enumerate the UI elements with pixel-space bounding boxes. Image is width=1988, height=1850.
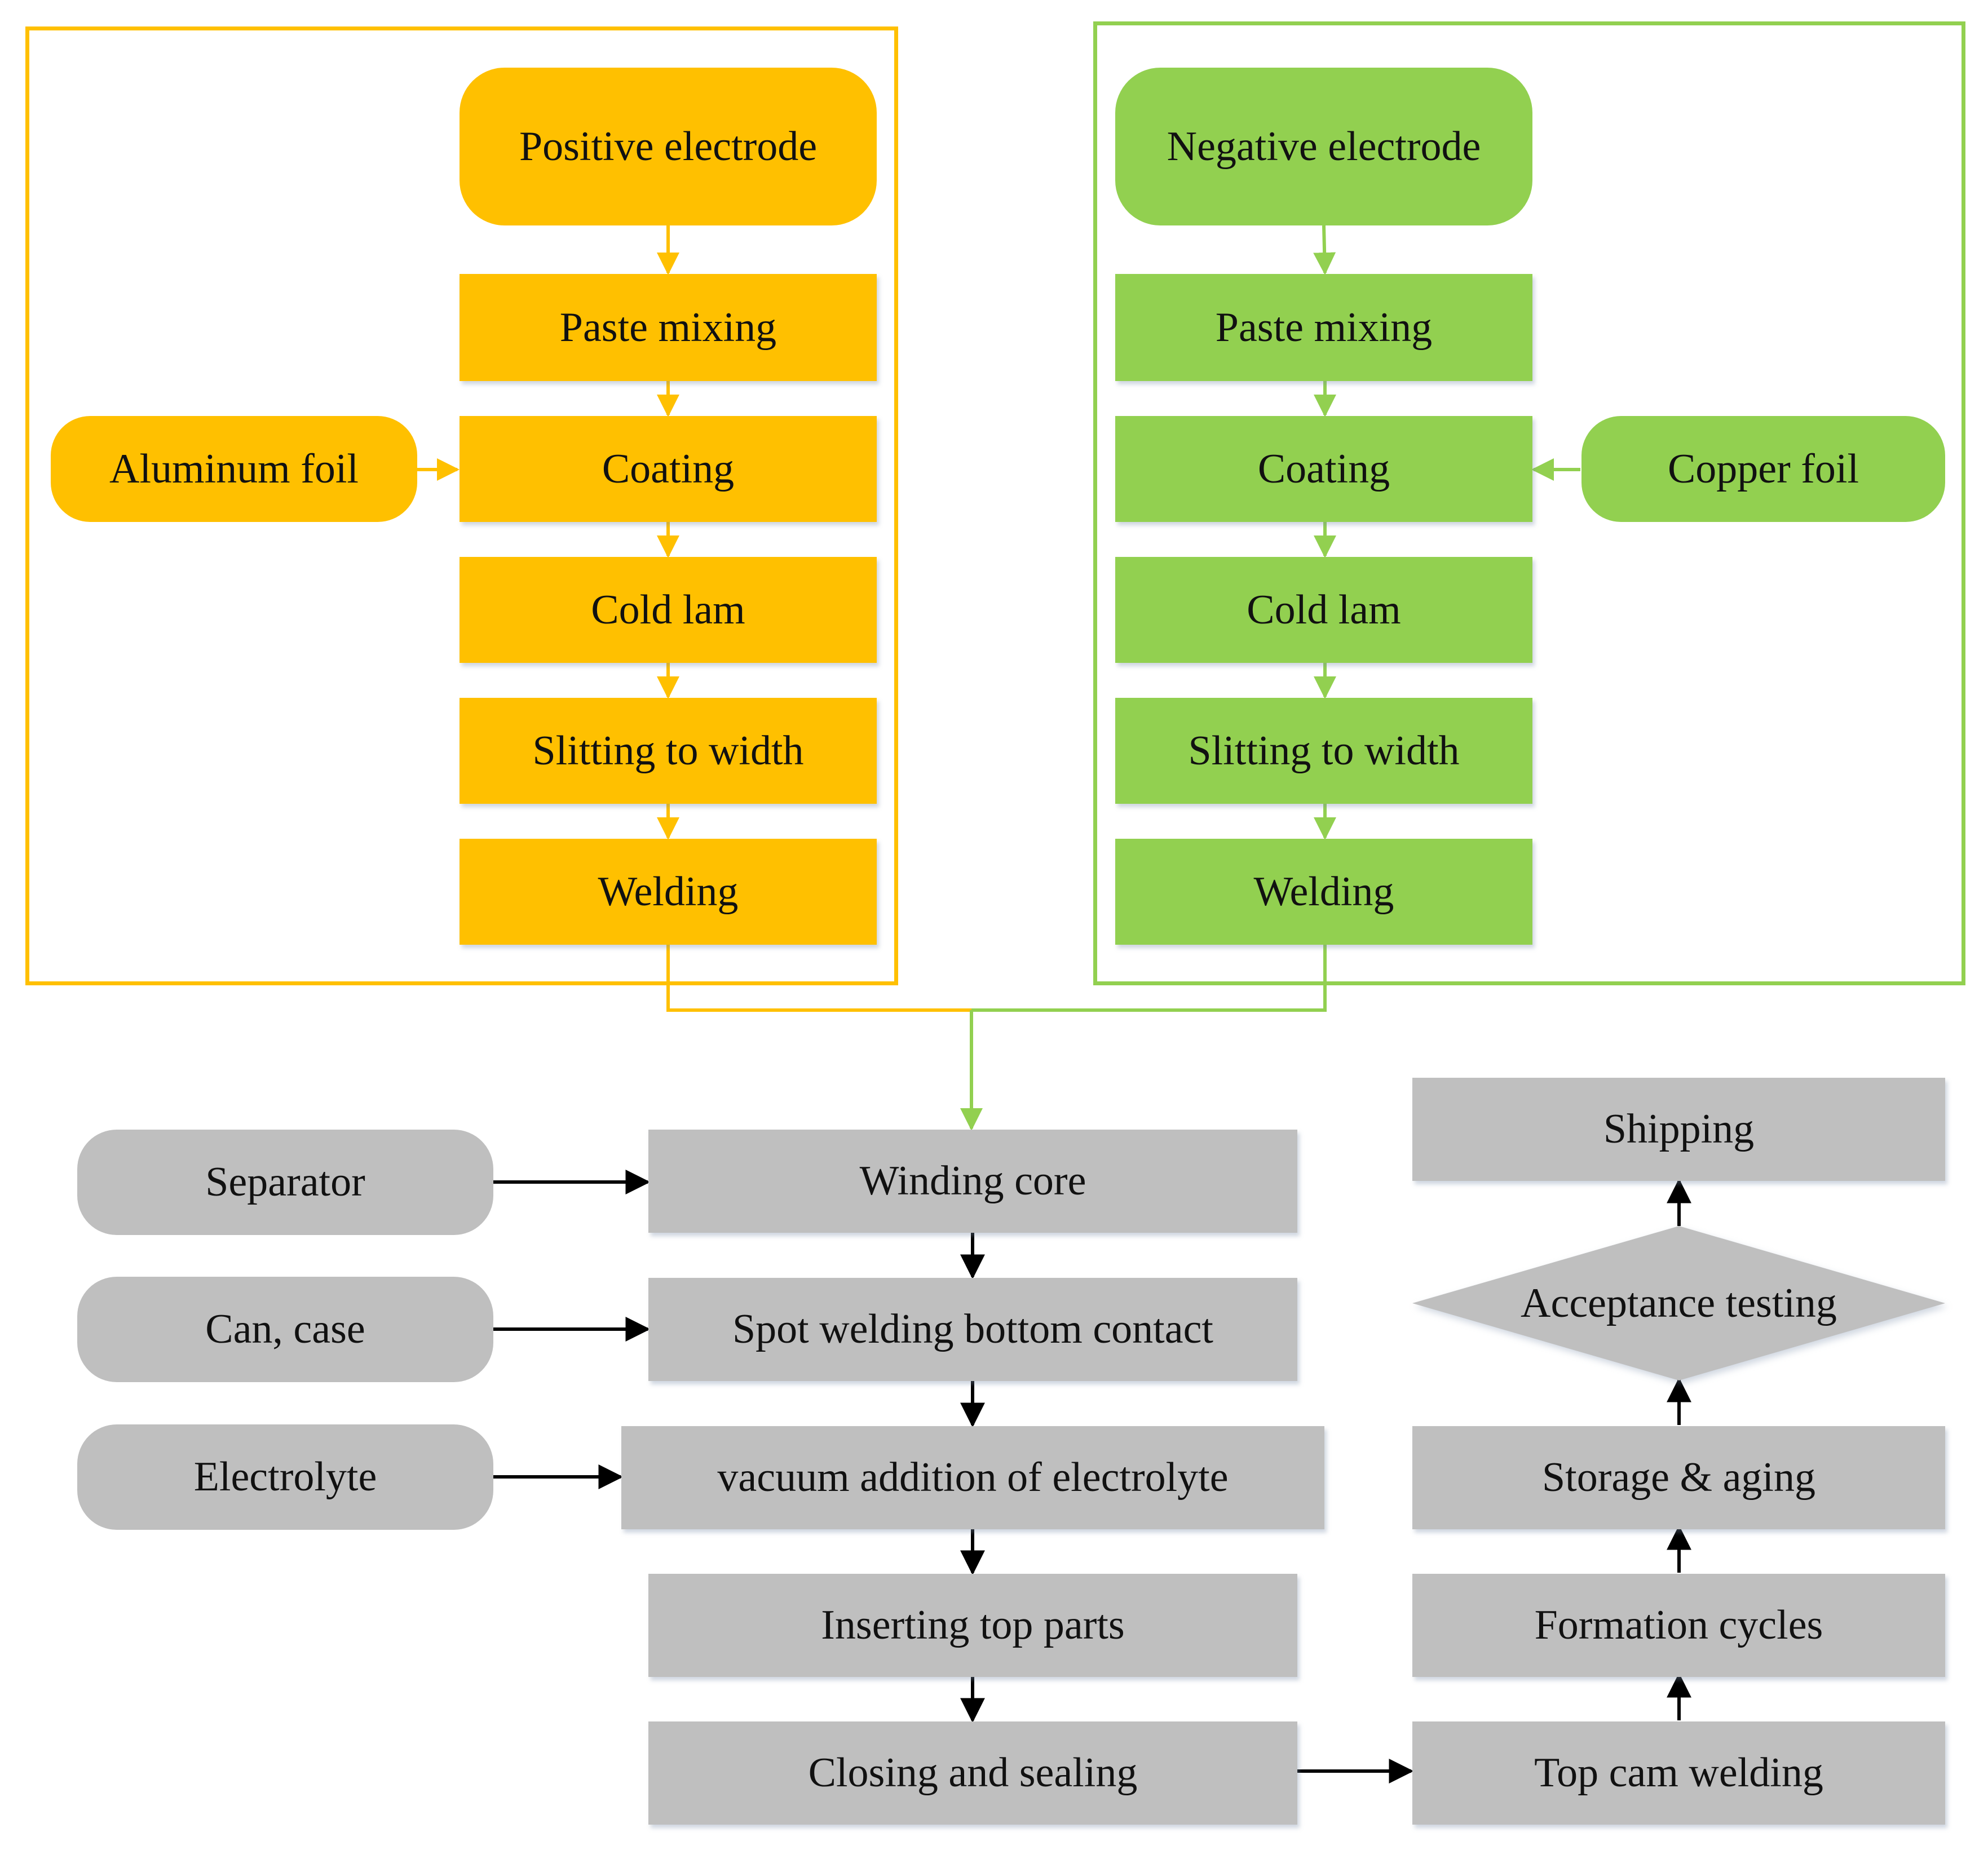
spot-welding-bottom-contact: Spot welding bottom contact <box>648 1278 1297 1381</box>
arrow-neg-1 <box>1313 225 1336 275</box>
pos-welding: Welding <box>460 839 877 945</box>
storage-aging: Storage & aging <box>1412 1426 1945 1529</box>
aluminum-foil-input: Aluminum foil <box>51 416 417 522</box>
inserting-top-parts: Inserting top parts <box>648 1574 1297 1677</box>
neg-paste-mixing: Paste mixing <box>1115 274 1532 381</box>
shipping: Shipping <box>1412 1078 1945 1181</box>
vacuum-addition-electrolyte: vacuum addition of electrolyte <box>621 1426 1324 1529</box>
connector-pos-to-winding <box>666 945 971 1012</box>
neg-cold-lam: Cold lam <box>1115 557 1532 663</box>
acceptance-testing-label: Acceptance testing <box>1521 1280 1837 1326</box>
pos-coating: Coating <box>460 416 877 522</box>
electrolyte-input: Electrolyte <box>77 1424 493 1530</box>
formation-cycles: Formation cycles <box>1412 1574 1945 1677</box>
positive-electrode-node: Positive electrode <box>460 68 877 225</box>
closing-and-sealing: Closing and sealing <box>648 1721 1297 1825</box>
neg-welding: Welding <box>1115 839 1532 945</box>
copper-foil-input: Copper foil <box>1581 416 1945 522</box>
positive-electrode-group <box>25 26 898 985</box>
can-case-input: Can, case <box>77 1277 493 1382</box>
negative-electrode-node: Negative electrode <box>1115 68 1532 225</box>
pos-cold-lam: Cold lam <box>460 557 877 663</box>
neg-slitting: Slitting to width <box>1115 698 1532 804</box>
pos-slitting: Slitting to width <box>460 698 877 804</box>
top-cam-welding: Top cam welding <box>1412 1721 1945 1825</box>
negative-electrode-group <box>1093 21 1965 985</box>
winding-core: Winding core <box>648 1130 1297 1233</box>
separator-input: Separator <box>77 1130 493 1235</box>
connector-neg-to-winding <box>971 945 1327 1012</box>
neg-coating: Coating <box>1115 416 1532 522</box>
acceptance-testing-diamond <box>1412 1226 1945 1380</box>
pos-paste-mixing: Paste mixing <box>460 274 877 381</box>
